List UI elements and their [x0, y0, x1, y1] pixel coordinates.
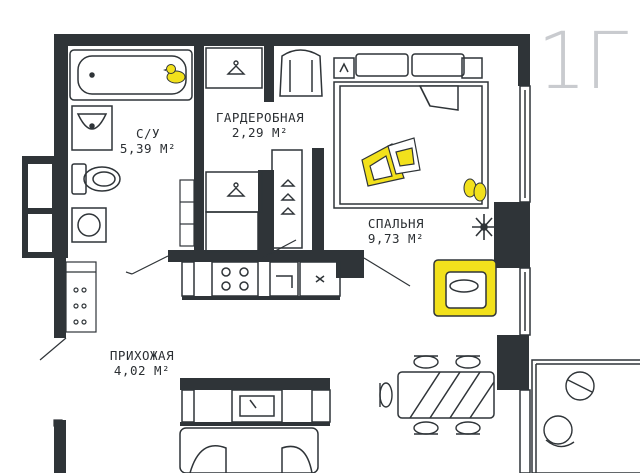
plant-icon	[472, 214, 496, 240]
wardrobe-name: ГАРДЕРОБНАЯ	[215, 110, 305, 125]
bathroom-shelf	[179, 179, 195, 247]
slippers-icon	[463, 178, 487, 202]
rubber-duck-icon	[163, 64, 186, 84]
pillow-icon	[361, 137, 421, 187]
wall-kitchen-island	[180, 378, 330, 390]
sink-icon	[71, 105, 113, 151]
hallway-label: ПРИХОЖАЯ 4,02 М²	[100, 348, 184, 378]
wall-top	[54, 34, 530, 46]
wall-right-upper	[518, 34, 530, 86]
wall-right-block	[494, 202, 530, 268]
hallway-shelf	[65, 261, 97, 333]
wardrobe-shelves	[205, 47, 303, 253]
hallway-area: 4,02 М²	[113, 363, 171, 378]
wall-bedroom-left	[312, 148, 324, 258]
sofa-icon	[179, 427, 319, 473]
balcony-chairs	[543, 371, 595, 448]
armchair-icon	[279, 49, 323, 97]
dining-table-icon	[397, 371, 495, 419]
wardrobe-area: 2,29 М²	[231, 125, 289, 140]
bedroom-label: СПАЛЬНЯ 9,73 М²	[356, 216, 436, 246]
bedside	[333, 57, 483, 79]
bathroom-label: С/У 5,39 М²	[118, 126, 178, 156]
wall-left-lower	[54, 258, 66, 338]
bedroom-name: СПАЛЬНЯ	[367, 216, 425, 231]
wall-left-bottom	[54, 420, 66, 473]
bedroom-area: 9,73 М²	[367, 231, 425, 246]
bathroom-name: С/У	[135, 126, 161, 141]
window-right-top	[519, 85, 531, 203]
accent-armchair-icon	[433, 259, 497, 317]
entrance-door	[39, 337, 67, 427]
kitchen-sink-icon	[181, 389, 331, 423]
stove-icon	[181, 261, 341, 297]
wall-right-lower	[497, 335, 529, 390]
washing-machine-icon	[71, 207, 107, 243]
bathroom-area: 5,39 М²	[119, 141, 177, 156]
window-right-mid	[519, 267, 531, 336]
wall-corridor-right	[336, 258, 364, 278]
niche-windows	[28, 164, 52, 252]
toilet-icon	[71, 163, 121, 195]
wall-wardrobe-right	[264, 46, 274, 102]
kitchen-counter-edge	[182, 296, 340, 300]
hanger-icon	[226, 60, 296, 215]
wardrobe-label: ГАРДЕРОБНАЯ 2,29 М²	[208, 110, 312, 140]
windows	[519, 85, 640, 473]
wall-bath-right	[194, 46, 204, 258]
chair-icon	[379, 355, 481, 435]
hallway-name: ПРИХОЖАЯ	[109, 348, 175, 363]
bedroom-door	[363, 257, 411, 287]
unit-type-mark: 1Г	[537, 17, 628, 107]
bath-door	[125, 255, 169, 275]
balcony	[531, 359, 640, 473]
wardrobe-door	[261, 239, 297, 259]
bathtub-icon	[69, 49, 193, 101]
